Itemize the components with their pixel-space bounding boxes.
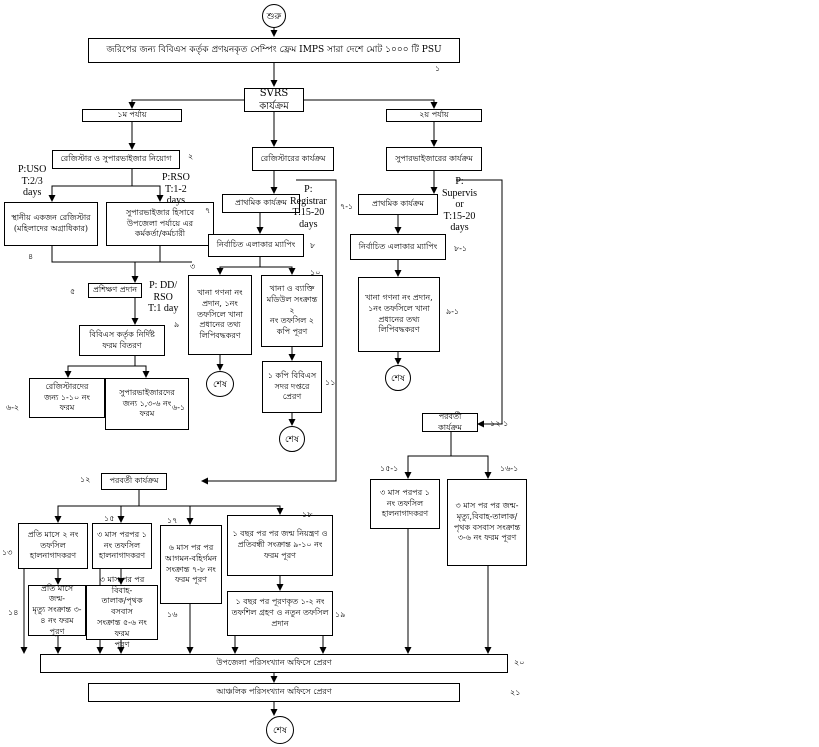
later-activity-right-box: পরবর্তী কার্যক্রম	[422, 412, 478, 432]
supervisor-forms-box: সুপারভাইজারদের জন্য ১,৩-৬ নং ফরম	[105, 378, 189, 430]
step-number: ১৮	[302, 510, 313, 519]
end-terminal-final: শেষ	[266, 716, 294, 744]
step-number: ১৯	[335, 610, 346, 619]
step-number: ৬-১	[172, 403, 186, 412]
monthly-fill-box: প্রতি মাসে জন্ম- মৃত্যু সংক্রান্ত ৩- ৪ ন…	[28, 584, 86, 636]
primary-activity-box: প্রাথমিক কার্যক্রম	[222, 194, 300, 213]
r-quarterly-update-box: ৩ মাস পরপর ১ নং তফসিল হালনাগাদকরণ	[370, 479, 440, 529]
r-quarterly-fill-box: ৩ মাস পর পর জন্ম- মৃত্যু,বিবাহ-তালাক/ পৃ…	[447, 479, 527, 566]
six-month-fill-box: ৬ মাস পর পর আগমন-বহির্গমন সংক্রান্ত ৭-৮ …	[160, 525, 222, 604]
svrs-activity-box: SVRS কার্যক্রম	[244, 88, 304, 112]
step-number: ১২-১	[490, 419, 509, 428]
step-number: ৫	[70, 287, 76, 296]
step-number: ৮-১	[454, 244, 468, 253]
end-terminal-c: শেষ	[385, 365, 411, 391]
regional-office-box: আঞ্চলিক পরিসংখ্যান অফিসে প্রেরণ	[88, 683, 460, 702]
supervisor-role-box: সুপারভাইজার হিসাবে উপজেলা পর্যায়ে এর কর…	[106, 202, 214, 246]
local-registrar-box: স্থানীয় একজন রেজিস্টার (মহিলাদের অগ্রাধ…	[4, 202, 98, 246]
household-individual-box: খানা ও ব্যাক্তি মডিউল সংক্রান্ত ২ নং তফস…	[261, 275, 323, 347]
phase-one-box: ১ম পর্যায়	[82, 109, 182, 122]
end-terminal-a: শেষ	[206, 371, 234, 397]
step-number: ৮	[310, 241, 316, 250]
household-numbering-box: খানা গণনা নং প্রদান, ১নং তফসিলে খানা প্র…	[188, 275, 252, 355]
step-number: ৭-১	[340, 202, 354, 211]
form-distribution-box: বিবিএস কর্তৃক নির্দিষ্ট ফরম বিতরণ	[79, 325, 165, 356]
registrar-forms-box: রেজিস্টারদের জন্য ১-১০ নং ফরম	[29, 378, 105, 418]
step-number: ৩	[190, 262, 196, 271]
uso-annotation: P:USO T:2/3 days	[18, 164, 47, 198]
rso-annotation: P:RSO T:1-2 days	[162, 172, 190, 206]
monthly-update-box: প্রতি মাসে ২ নং তফসিল হালনাগাদকরণ	[18, 523, 88, 569]
registrar-annotation: P: Registrar T:15-20 days	[290, 184, 327, 230]
quarterly-fill-box: ৩ মাস পর পর বিবাহ- তালাক/পৃথক বসবাস সংক্…	[86, 575, 158, 649]
training-box: প্রশিক্ষণ প্রদান	[88, 283, 142, 298]
step-number: ১৭	[167, 516, 178, 525]
yearly-new-schedule-box: ১ বছর পর পূরণকৃত ১-২ নং তফশিল গ্রহণ ও নত…	[227, 591, 333, 636]
supervisor-numbering-box: খানা গণনা নং প্রদান, ১নং তফসিলে খানা প্র…	[358, 277, 440, 352]
phase-two-box: ২য় পর্যায়	[386, 109, 482, 122]
sampling-frame-box: জরিপের জন্য বিবিএস কর্তৃক প্রণয়নকৃত সেম…	[88, 38, 460, 63]
yearly-fill-box: ১ বছর পর পর জন্ম নিয়ন্ত্রণ ও প্রতিবন্ধী…	[227, 515, 333, 576]
step-number: ৪	[28, 252, 34, 261]
later-activity-left-box: পরবর্তী কার্যক্রম	[101, 473, 167, 490]
step-number: ১৫-১	[380, 464, 399, 473]
step-number: ১৫	[104, 514, 115, 523]
supervisor-activity-box: সুপারভাইজারের কার্যক্রম	[386, 147, 482, 171]
step-number: ১১	[325, 378, 336, 387]
step-number: ৬-২	[6, 403, 20, 412]
step-number: ২০	[514, 658, 525, 667]
step-number: ১৩	[2, 548, 13, 557]
step-number: ৯	[174, 320, 180, 329]
recruit-box: রেজিস্টার ও সুপারভাইজার নিয়োগ	[52, 150, 180, 169]
supervisor-primary-box: প্রাথমিক কার্যক্রম	[358, 194, 438, 215]
quarterly-update-box: ৩ মাস পরপর ১ নং তফসিল হালনাগাদকরণ	[92, 523, 152, 569]
step-number: ১০	[310, 268, 321, 277]
start-terminal: শুরু	[262, 4, 286, 28]
step-number: ২১	[510, 688, 521, 697]
supervisor-annotation: P: Supervis or T:15-20 days	[442, 176, 477, 233]
area-mapping-box: নির্বাচিত এলাকার ম্যাপিং	[208, 234, 304, 257]
step-number: ১৬-১	[500, 464, 519, 473]
step-number: ১৬	[167, 610, 178, 619]
send-copy-box: ১ কপি বিবিএস সদর দপ্তরে প্রেরণ	[262, 361, 322, 413]
supervisor-mapping-box: নির্বাচিত এলাকার ম্যাপিং	[350, 234, 446, 260]
dd-annotation: P: DD/ RSO T:1 day	[148, 280, 179, 314]
step-number: ১	[435, 64, 441, 73]
step-number: ১২	[80, 475, 91, 484]
step-number: ১৪	[8, 608, 19, 617]
registrar-activity-box: রেজিস্টারের কার্যক্রম	[252, 147, 334, 171]
step-number: ৭	[205, 206, 211, 215]
step-number: ৯-১	[446, 307, 460, 316]
end-terminal-b: শেষ	[279, 426, 305, 452]
upazila-office-box: উপজেলা পরিসংখ্যান অফিসে প্রেরণ	[40, 654, 508, 673]
step-number: ২	[188, 152, 194, 161]
